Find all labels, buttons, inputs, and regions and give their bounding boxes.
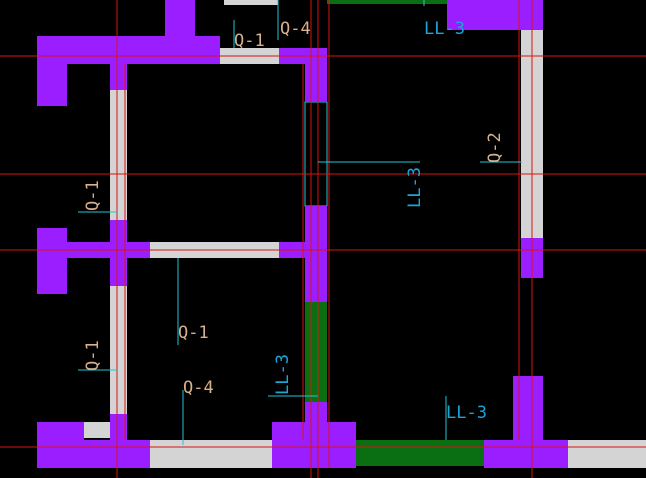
label-q1-top: Q-1 [234, 31, 265, 51]
wall-top-beam-strip [327, 0, 447, 4]
wall-top-right-segment [224, 0, 278, 5]
label-q1-center: Q-1 [178, 323, 209, 343]
label-q1-left-lower: Q-1 [83, 340, 103, 371]
label-q4-center: Q-4 [183, 378, 214, 398]
column-bottom-left-arm [37, 440, 150, 468]
label-q4-top: Q-4 [280, 19, 311, 39]
wall-left-lower [110, 286, 127, 414]
beam-vertical-upper [304, 101, 328, 207]
column-top-left [37, 36, 220, 64]
column-left-mid [37, 228, 67, 294]
label-ll3-bottom: LL-3 [446, 403, 487, 423]
label-ll3-top: LL-3 [424, 19, 465, 39]
beam-vertical-lower [305, 302, 327, 402]
label-ll3-left-beam: LL-3 [273, 354, 293, 395]
wall-outline-lines [124, 0, 520, 468]
wall-bottom-left [84, 422, 110, 438]
wall-left-upper [110, 90, 127, 220]
label-q2-right: Q-2 [485, 132, 505, 163]
leader-lines [78, 0, 522, 445]
column-bottom-left-inner [110, 414, 127, 440]
column-top-left-leg [37, 36, 67, 106]
beam-horizontal-bottom [356, 440, 484, 466]
annotations: Q-1 Q-4 LL-3 Q-2 LL-3 Q-1 Q-1 Q-1 Q-4 LL… [83, 19, 505, 423]
column-top-left-inner [110, 36, 127, 90]
column-bottom-center-shaft [305, 402, 327, 468]
column-left-mid-inner [110, 220, 127, 286]
label-q1-left-upper: Q-1 [83, 180, 103, 211]
wall-bottom-center [150, 440, 272, 468]
column-center-mid-shaft [305, 206, 327, 302]
label-ll3-mid: LL-3 [405, 167, 425, 208]
wall-bottom-right [568, 440, 646, 468]
column-bottom-right-shaft [513, 376, 543, 468]
